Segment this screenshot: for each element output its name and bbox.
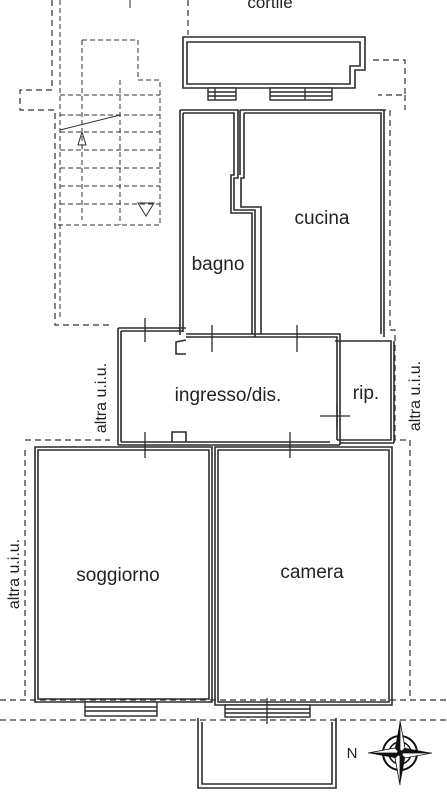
walls bbox=[34, 109, 395, 706]
compass-rose-icon bbox=[367, 720, 433, 786]
compass-label: N bbox=[347, 745, 358, 762]
balcony-bottom bbox=[197, 718, 337, 789]
label-neighbor-right: altra u.i.u. bbox=[407, 361, 424, 431]
boundary-dashed-lines bbox=[0, 0, 447, 721]
label-ingresso: ingresso/dis. bbox=[175, 385, 282, 406]
staircase bbox=[55, 0, 161, 320]
label-rip: rip. bbox=[353, 383, 379, 404]
door-ticks bbox=[144, 88, 350, 724]
label-bagno: bagno bbox=[192, 254, 245, 275]
label-camera: camera bbox=[280, 562, 344, 583]
label-cucina: cucina bbox=[295, 208, 350, 229]
label-neighbor-left-upper: altra u.i.u. bbox=[93, 363, 110, 433]
label-neighbor-left-lower: altra u.i.u. bbox=[6, 539, 23, 609]
balcony-top bbox=[182, 36, 366, 89]
label-cortile: cortile bbox=[247, 0, 292, 12]
label-soggiorno: soggiorno bbox=[76, 565, 159, 586]
